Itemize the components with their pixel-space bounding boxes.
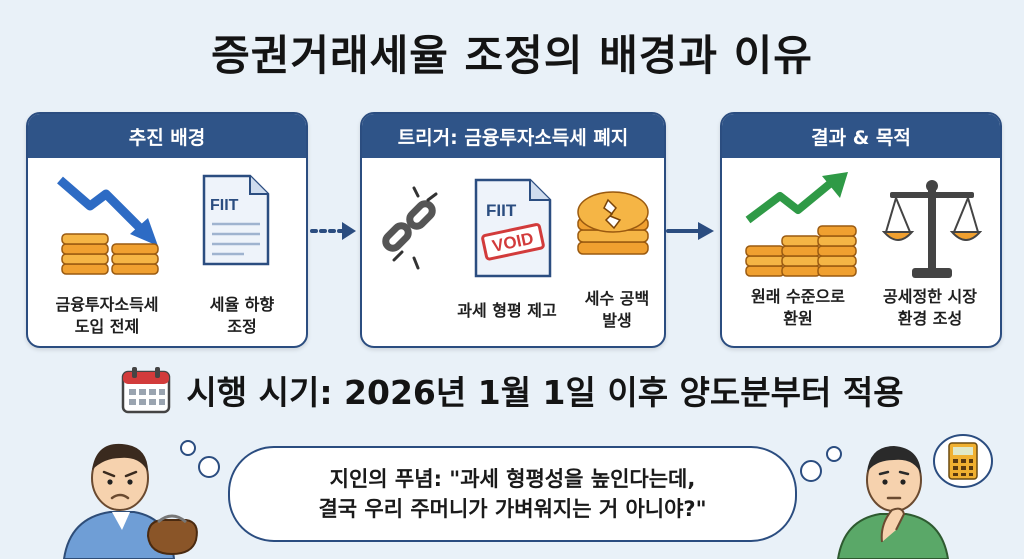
label-finance-tax-premise: 금융투자소득세 도입 전제	[55, 295, 159, 336]
bubble-line-1: 지인의 푸념: "과세 형평성을 높인다는데,	[329, 467, 696, 491]
thought-dot-right-small	[826, 446, 842, 462]
panel-result: 결과 & 목적 원래 수준으로 환원 공세정한 시장 환경 조성	[720, 112, 1002, 348]
document-label: FIIT	[486, 201, 517, 220]
speech-bubble: 지인의 푸념: "과세 형평성을 높인다는데, 결국 우리 주머니가 가벼워지는…	[228, 446, 797, 542]
schedule-row: 시행 시기: 2026년 1월 1일 이후 양도분부터 적용	[0, 362, 1024, 418]
falling-coins-icon	[57, 176, 159, 275]
document-label: FIIT	[210, 197, 239, 214]
label-rate-reduction: 세율 하향 조정	[209, 295, 275, 336]
tax-document-icon: FIIT	[202, 174, 270, 266]
arrow-icon	[666, 222, 714, 240]
thought-dot-right-large	[800, 460, 822, 482]
rising-coins-icon	[745, 172, 857, 277]
panel-result-header: 결과 & 목적	[722, 114, 1000, 158]
balance-scale-icon	[882, 180, 982, 278]
label-revenue-gap: 세수 공백 발생	[584, 289, 650, 330]
panel-background-header: 추진 배경	[28, 114, 306, 158]
label-fair-market: 공세정한 시장 환경 조성	[883, 287, 977, 328]
broken-chain-icon	[382, 186, 438, 270]
broken-coin-icon	[577, 191, 649, 255]
dotted-arrow-icon	[310, 222, 356, 240]
bubble-line-2: 결국 우리 주머니가 가벼워지는 거 아니야?"	[318, 497, 707, 521]
label-tax-fairness: 과세 형평 제고	[457, 301, 557, 320]
label-restore-original: 원래 수준으로 환원	[751, 287, 845, 328]
thinking-person-icon	[836, 446, 950, 559]
calendar-icon	[122, 367, 171, 414]
panel-trigger: 트리거: 금융투자소득세 폐지 FIIT VOID 과세 형평 제고 세수 공백…	[360, 112, 666, 348]
void-document-icon: FIIT VOID	[474, 178, 552, 278]
thought-dot-left-large	[198, 456, 220, 478]
panel-background: 추진 배경 FIIT 금융투자소득세 도입 전제 세율 하향 조정	[26, 112, 308, 348]
page-title: 증권거래세율 조정의 배경과 이유	[211, 31, 813, 80]
schedule-text: 시행 시기: 2026년 1월 1일 이후 양도분부터 적용	[186, 373, 904, 412]
thought-dot-left-small	[180, 440, 196, 456]
calculator-thought-icon	[933, 434, 993, 488]
worried-person-icon	[62, 443, 198, 559]
panel-trigger-header: 트리거: 금융투자소득세 폐지	[362, 114, 664, 158]
